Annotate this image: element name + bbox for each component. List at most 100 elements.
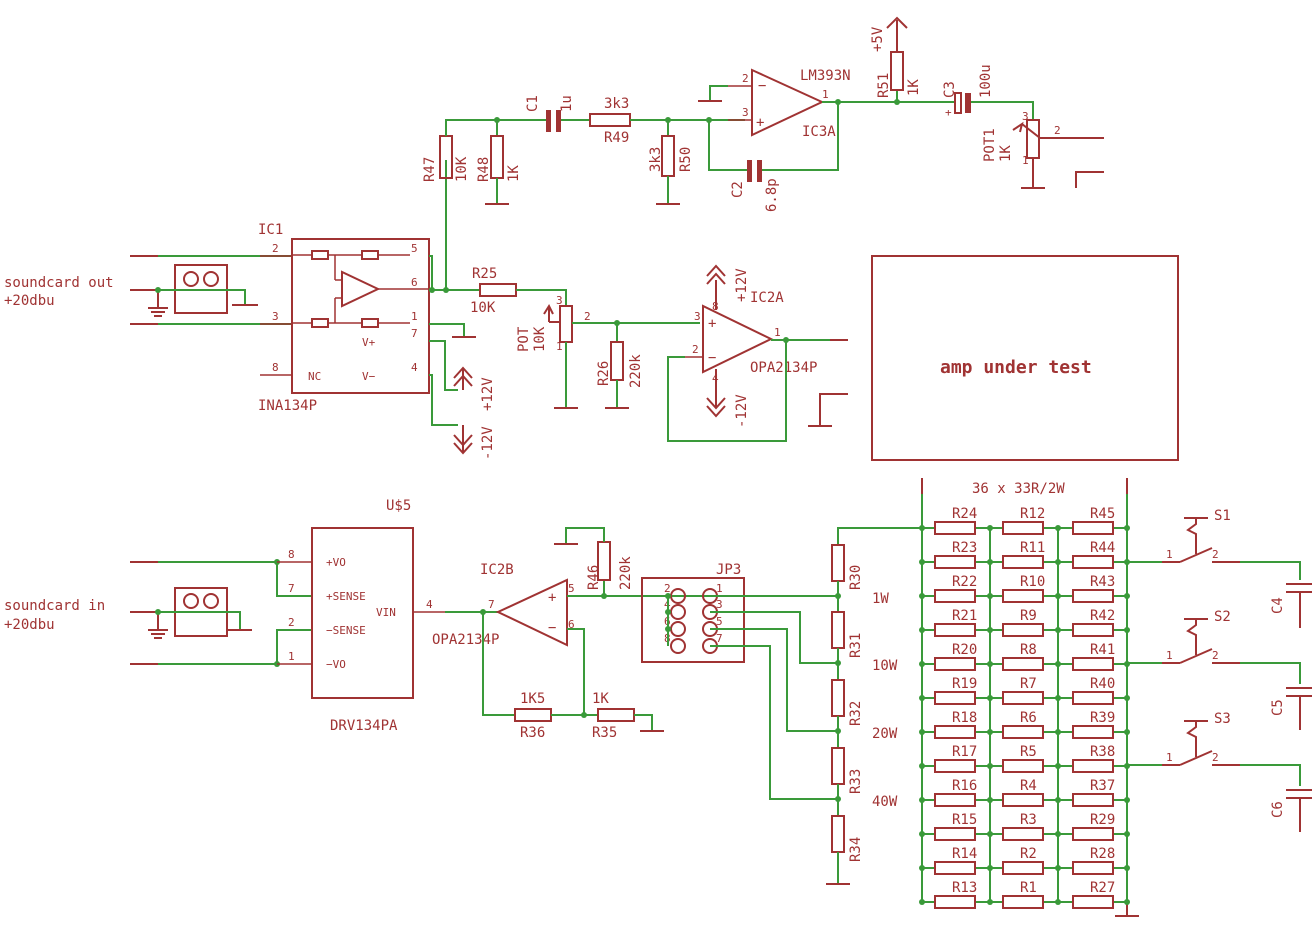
bank-resistor-label: R4 xyxy=(1020,778,1037,794)
r25-label: R25 xyxy=(472,266,497,282)
bank-resistor-label: R42 xyxy=(1090,608,1115,624)
pot1-potentiometer xyxy=(1026,119,1040,159)
svg-text:+: + xyxy=(708,316,716,332)
ic1-plus12v-label: +12V xyxy=(480,377,496,411)
r26-resistor xyxy=(610,341,624,381)
r26-value: 220k xyxy=(628,354,644,388)
soundcard-out-level: +20dbu xyxy=(4,293,55,309)
svg-text:7: 7 xyxy=(716,632,723,645)
jp3-jumper[interactable]: JP3 2 4 6 8 1 3 5 7 xyxy=(641,562,838,800)
bank-label: 36 x 33R/2W xyxy=(972,481,1065,497)
r26-label: R26 xyxy=(596,361,612,386)
bank-resistor-label: R44 xyxy=(1090,540,1115,556)
switch-s3[interactable]: 1 2 S3 xyxy=(1127,711,1240,766)
r36-value: 1K5 xyxy=(520,691,545,707)
c5-label: C5 xyxy=(1270,699,1286,716)
bank-resistor-label: R6 xyxy=(1020,710,1037,726)
svg-text:2: 2 xyxy=(692,343,699,356)
c1-label: C1 xyxy=(525,95,541,112)
bank-resistor xyxy=(934,895,976,909)
bank-resistor-label: R45 xyxy=(1090,506,1115,522)
bank-resistor xyxy=(1072,623,1114,637)
bank-resistor xyxy=(1072,657,1114,671)
svg-text:2: 2 xyxy=(288,616,295,629)
svg-text:3: 3 xyxy=(272,310,279,323)
ic2a-plus12v-label: +12V xyxy=(734,268,750,302)
svg-text:3: 3 xyxy=(1022,110,1029,123)
ic2a-label: IC2A xyxy=(750,290,784,306)
ic2b-label: IC2B xyxy=(480,562,514,578)
r48-label: R48 xyxy=(476,157,492,182)
svg-text:6: 6 xyxy=(411,276,418,289)
ic2a-opamp xyxy=(702,304,774,374)
r25-value: 10K xyxy=(470,300,496,316)
svg-text:1: 1 xyxy=(1022,154,1029,167)
bank-resistor-label: R27 xyxy=(1090,880,1115,896)
c3-value: 100u xyxy=(978,64,994,98)
s1-label: S1 xyxy=(1214,508,1231,524)
bank-resistor xyxy=(1002,827,1044,841)
r47-value: 10K xyxy=(454,156,470,182)
svg-text:1: 1 xyxy=(1166,751,1173,764)
svg-text:1: 1 xyxy=(556,340,563,353)
amp-under-test-label: amp under test xyxy=(940,357,1092,378)
bank-resistor xyxy=(1002,623,1044,637)
svg-text:3: 3 xyxy=(716,598,723,611)
comparator-chain: R47 10K R48 1K C1 1u 3k3 R49 3k3 R50 C2 … xyxy=(422,16,1104,290)
switch-s1[interactable]: 1 2 S1 xyxy=(1127,508,1240,563)
pot-value: 10K xyxy=(532,326,548,352)
r51-resistor xyxy=(890,51,904,91)
bank-resistor xyxy=(1002,555,1044,569)
gain-stage: R25 10K 3 2 1 POT 10K R26 220k + − 3 2 1… xyxy=(446,264,848,442)
bank-resistor xyxy=(1072,521,1114,535)
bank-resistor-label: R41 xyxy=(1090,642,1115,658)
bank-resistor-label: R16 xyxy=(952,778,977,794)
svg-text:4: 4 xyxy=(426,598,433,611)
bank-resistor-label: R18 xyxy=(952,710,977,726)
r32-resistor xyxy=(831,679,845,717)
switch-bank: 1 2 S1 C4 1 2 S2 C5 xyxy=(1127,508,1312,832)
svg-text:+: + xyxy=(756,115,764,131)
ic2b-opamp xyxy=(495,578,568,647)
r34-label: R34 xyxy=(848,837,864,862)
svg-text:−: − xyxy=(758,78,766,94)
svg-text:8: 8 xyxy=(288,548,295,561)
bank-resistor xyxy=(1002,725,1044,739)
ic3a-comparator xyxy=(751,68,825,137)
divider-ladder: R30 R31 R32 R33 R34 1W 10W 20W 40W xyxy=(826,527,922,885)
svg-text:1: 1 xyxy=(411,310,418,323)
switch-s2[interactable]: 1 2 S2 xyxy=(1127,609,1240,664)
svg-text:2: 2 xyxy=(584,310,591,323)
r46-value: 220k xyxy=(618,556,634,590)
svg-text:7: 7 xyxy=(488,598,495,611)
bank-resistor xyxy=(934,827,976,841)
bank-resistor xyxy=(1002,589,1044,603)
bank-resistor xyxy=(1072,793,1114,807)
10w-label: 10W xyxy=(872,658,898,674)
r49-label: R49 xyxy=(604,130,629,146)
r30-label: R30 xyxy=(848,565,864,590)
bank-resistor xyxy=(1072,589,1114,603)
c1-value: 1u xyxy=(559,95,575,112)
vo-minus-label: −VO xyxy=(326,658,346,671)
svg-text:1: 1 xyxy=(774,326,781,339)
20w-label: 20W xyxy=(872,726,898,742)
amp-under-test-block: amp under test xyxy=(871,255,1179,461)
bank-resistor xyxy=(1002,793,1044,807)
s2-label: S2 xyxy=(1214,609,1231,625)
sense-minus-label: −SENSE xyxy=(326,624,366,637)
bank-resistor-label: R28 xyxy=(1090,846,1115,862)
ic2b-stage: + − 7 5 6 IC2B OPA2134P R46 220k 1K5 R36… xyxy=(432,527,710,741)
svg-text:5: 5 xyxy=(411,242,418,255)
bank-resistor-label: R1 xyxy=(1020,880,1037,896)
pot1-value: 1K xyxy=(998,145,1014,162)
vminus-label: V− xyxy=(362,370,376,383)
svg-text:8: 8 xyxy=(272,361,279,374)
svg-text:3: 3 xyxy=(694,310,701,323)
svg-text:4: 4 xyxy=(411,361,418,374)
drv134pa-label: DRV134PA xyxy=(330,718,398,734)
s3-label: S3 xyxy=(1214,711,1231,727)
jp3-label: JP3 xyxy=(716,562,741,578)
bank-resistor xyxy=(1002,759,1044,773)
bank-resistor-label: R5 xyxy=(1020,744,1037,760)
